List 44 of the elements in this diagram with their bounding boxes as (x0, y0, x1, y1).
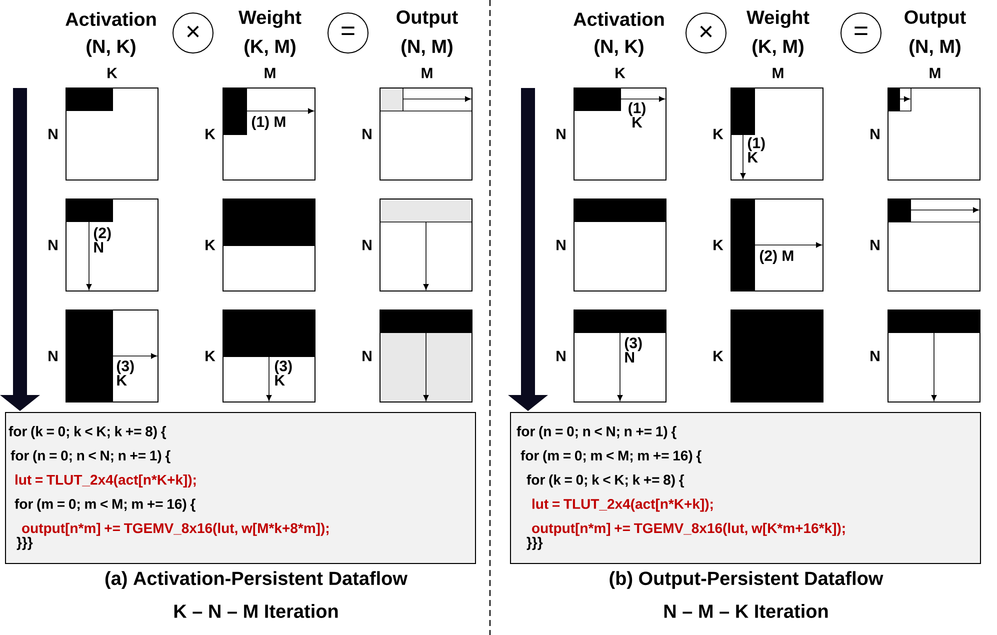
step-label: (3) K (274, 360, 292, 386)
dimension-label: N (362, 240, 372, 250)
dimension-label: N (48, 128, 58, 140)
header-text: (K, M) (244, 39, 296, 57)
dimension-label: M (930, 68, 940, 78)
dimension-label: N (48, 350, 58, 362)
header-text: (K, M) (752, 39, 804, 57)
dimension-label: K (108, 68, 118, 78)
code-box: for (k = 0; k < K; k += 8) { for (n = 0; n < N; n += 1) { lut = TLUT_2x4(act[n*K+k]); for (m = 0; m < M; m += 16) { output[n*m] += TGEMV_8x16(lut, w[M*k+8*m]); }}} (5, 412, 476, 564)
step-label: (1) K (628, 102, 646, 128)
header-text: (N, M) (910, 39, 960, 57)
dimension-label: K (714, 128, 724, 140)
dimension-label: K (714, 350, 724, 362)
dimension-label: N (870, 128, 880, 140)
step-label: (2) N (94, 227, 111, 252)
header-text: Weight (238, 10, 302, 28)
dimension-label: N (870, 240, 880, 250)
step-label: (3) N (624, 337, 642, 362)
dimension-label: N (556, 350, 566, 362)
dimension-label: N (556, 240, 566, 250)
dimension-label: K (206, 350, 216, 362)
dimension-label: N (362, 128, 372, 140)
step-label: (2) M (760, 250, 794, 264)
header-text: (N, K) (594, 39, 644, 57)
step-label: (1) K (748, 137, 765, 162)
header-text: Weight (746, 10, 810, 28)
dimension-label: M (772, 68, 784, 78)
dimension-label: N (362, 350, 372, 362)
caption-text: K – N – M Iteration (174, 604, 338, 618)
dimension-label: N (870, 350, 880, 362)
dimension-label: K (616, 68, 626, 78)
code-box: for (n = 0; n < N; n += 1) { for (m = 0; m < M; m += 16) { for (k = 0; k < K; k += 8) { lut = TLUT_2x4(act[n*K+k]); output[n*m] += TGEMV_8x16(lut, w[K*m+16*k]); }}} (510, 412, 981, 564)
header-text: (N, K) (86, 39, 136, 57)
dimension-label: K (714, 240, 724, 250)
dimension-label: K (206, 128, 216, 140)
dimension-label: N (48, 240, 58, 250)
step-label: (1) M (252, 116, 286, 130)
header-text: (N, M) (402, 39, 452, 57)
dimension-label: N (556, 128, 566, 140)
dimension-label: M (264, 68, 276, 78)
dimension-label: K (206, 240, 216, 250)
caption-text: N – M – K Iteration (664, 604, 828, 618)
dimension-label: M (422, 68, 432, 78)
step-label: (3) K (116, 360, 134, 386)
